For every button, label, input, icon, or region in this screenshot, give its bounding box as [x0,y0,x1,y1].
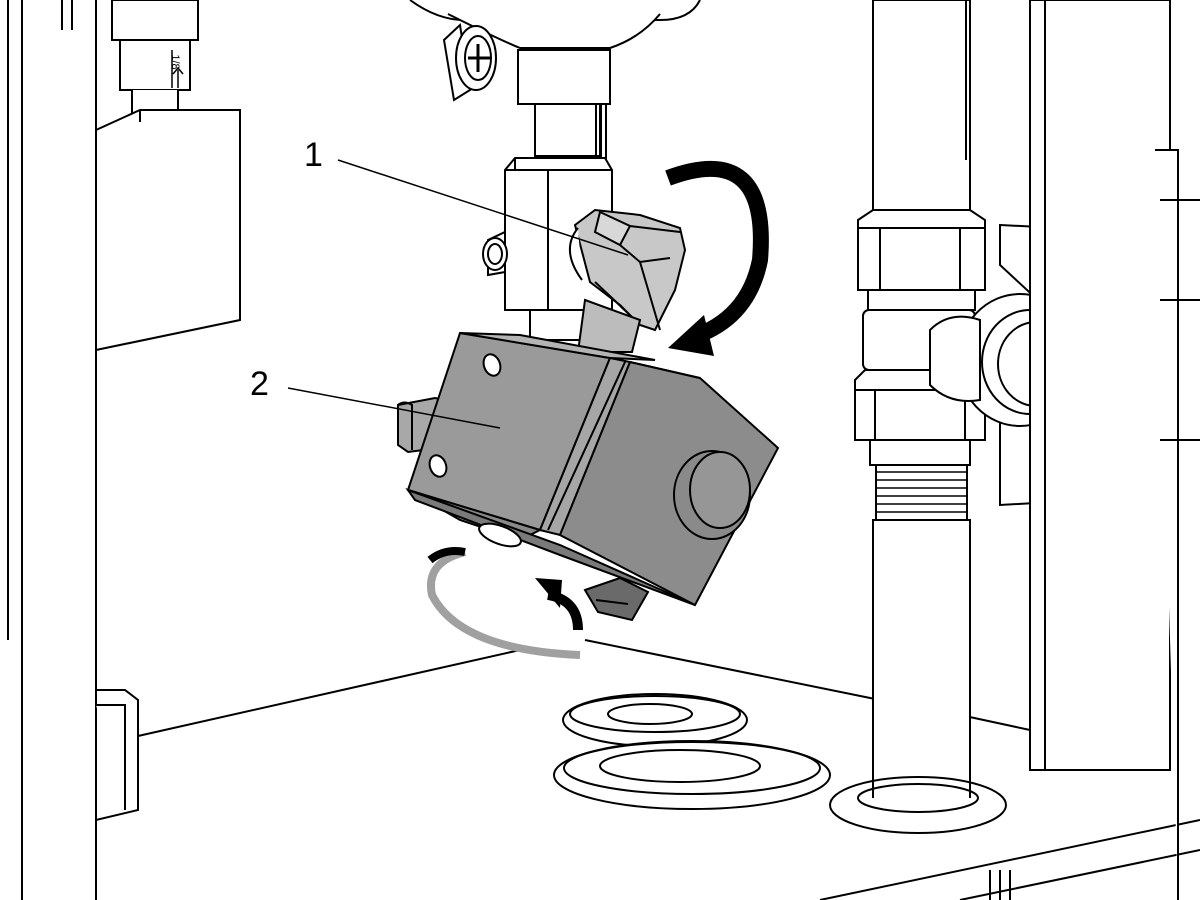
gasket-large [553,740,831,810]
bottom-left-bracket [95,689,139,822]
regulator-body [409,0,701,200]
elbow-fitting-part-1 [569,208,687,353]
callout-2-label: 2 [250,365,269,403]
left-fitting: 1/8 [111,0,199,119]
fitting-marking: 1/8 [169,54,181,69]
curved-arrow-clockwise-icon [665,160,769,356]
vertical-pipe [872,0,971,801]
callout-1: 1 [304,136,629,256]
left-panel-block [95,109,241,352]
callout-2: 2 [250,365,501,429]
curved-arrow-counterclockwise-icon [427,547,583,659]
gasket-small [562,693,748,747]
pipe-nut-upper [857,209,986,311]
callout-1-label: 1 [304,136,323,174]
left-frame [7,0,97,900]
bolt-head [442,22,497,102]
pipe-thread [875,464,968,521]
solenoid-module-part-2 [397,331,780,622]
right-post [1029,0,1200,900]
base-plate [137,639,1200,900]
pipe-flange [829,700,1007,834]
